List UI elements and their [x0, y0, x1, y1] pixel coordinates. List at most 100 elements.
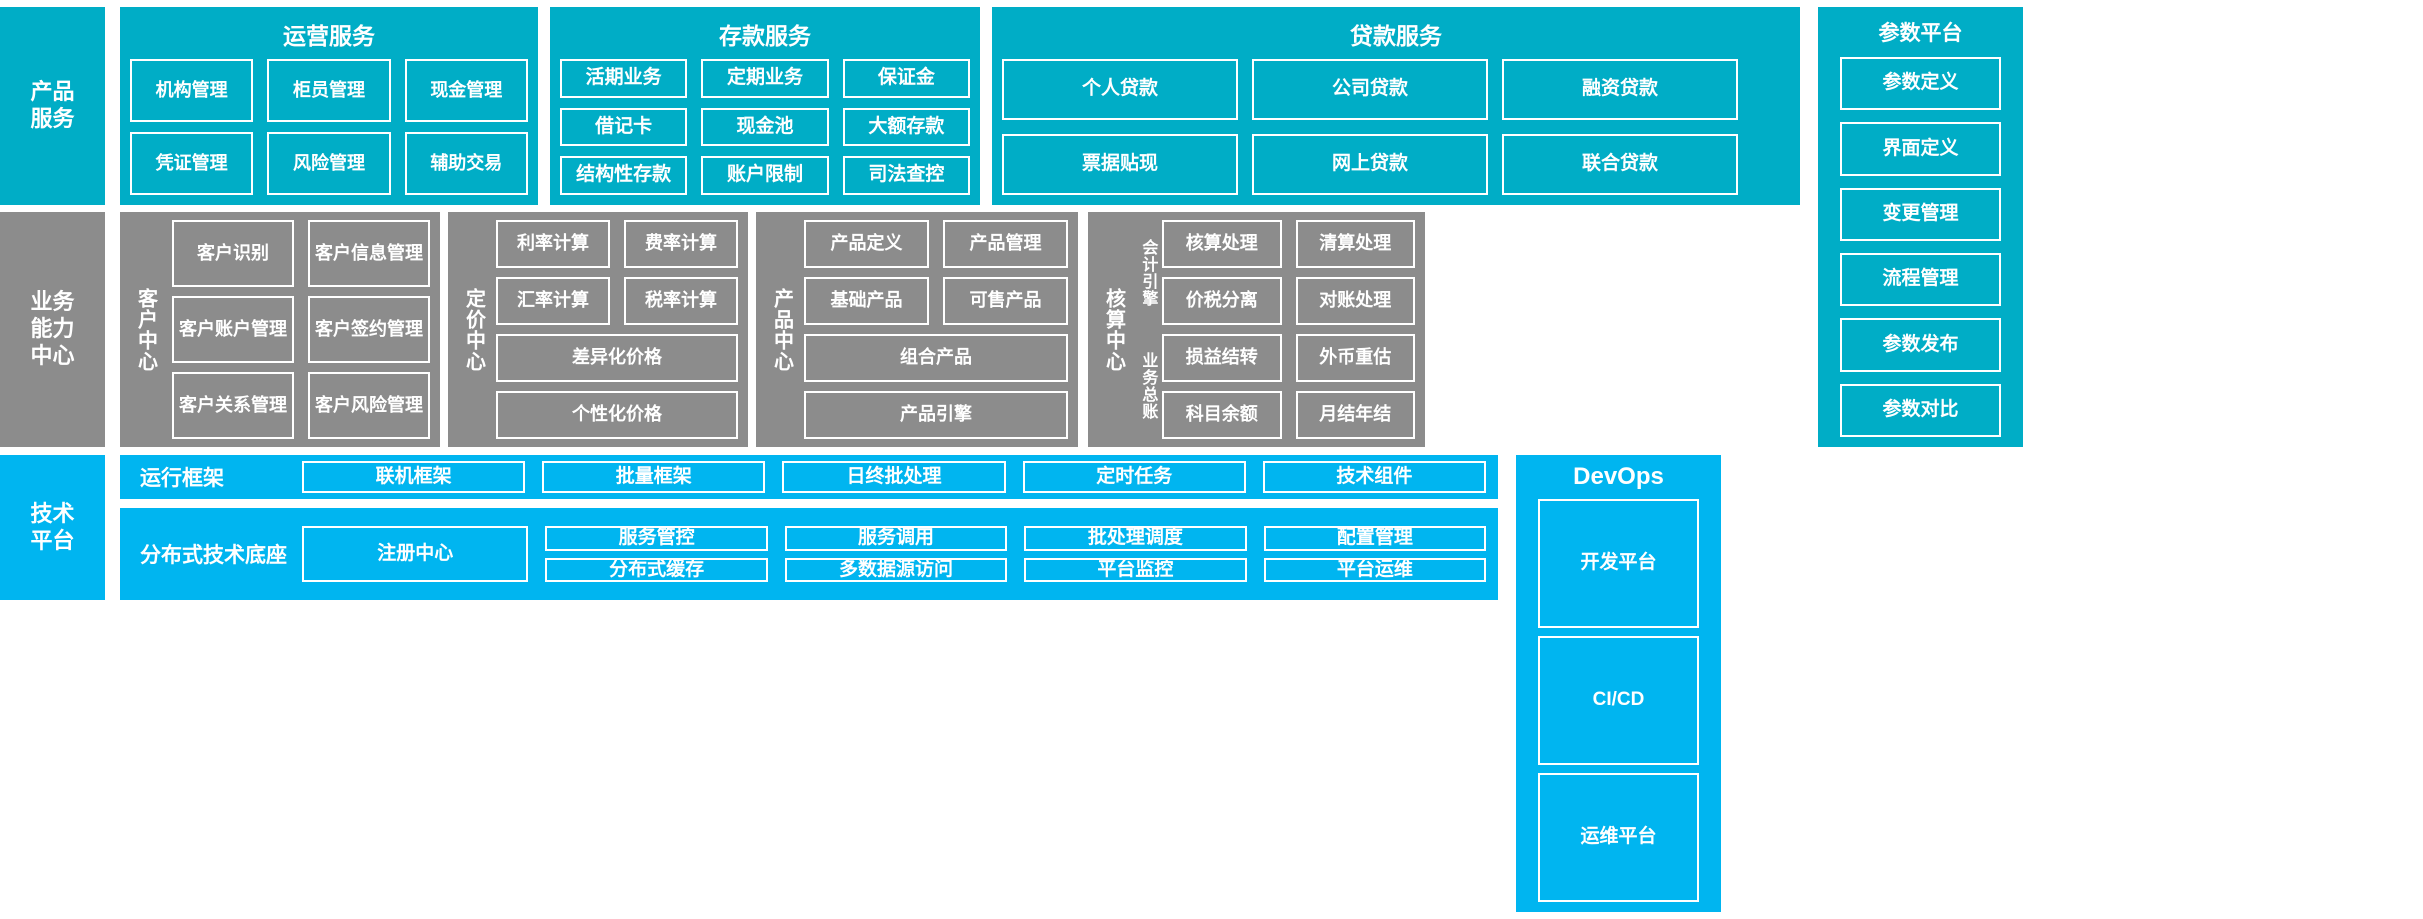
center-cell-product-definition[interactable]: 产品定义 [804, 220, 929, 268]
param-cell-parameter-release[interactable]: 参数发布 [1840, 318, 2001, 372]
service-cell-margin[interactable]: 保证金 [842, 59, 970, 98]
panel-title-parameter-platform: 参数平台 [1878, 22, 1963, 45]
center-cell-differentiated-price[interactable]: 差异化价格 [496, 334, 738, 382]
panel-row: 利率计算 费率计算 [496, 220, 738, 268]
center-cell-reconciliation-processing[interactable]: 对账处理 [1295, 277, 1415, 325]
center-cell-month-year-close[interactable]: 月结年结 [1295, 391, 1415, 439]
panel-row: 活期业务 定期业务 保证金 [560, 59, 970, 98]
tech-cell-configuration-management[interactable]: 配置管理 [1263, 525, 1487, 551]
center-label-accounting: 核算中心 [1102, 287, 1125, 372]
param-cell-parameter-compare[interactable]: 参数对比 [1840, 383, 2001, 437]
center-cell-exchange-rate-calc[interactable]: 汇率计算 [496, 277, 610, 325]
tech-column: 服务管控 分布式缓存 [545, 525, 768, 583]
center-cell-customer-contract-mgmt[interactable]: 客户签约管理 [308, 296, 430, 363]
service-cell-debit-card[interactable]: 借记卡 [560, 107, 688, 147]
panel-loan-service: 贷款服务 个人贷款 公司贷款 融资贷款 票据贴现 网上贷款 联合贷款 [992, 7, 1800, 205]
service-cell-aux-transaction[interactable]: 辅助交易 [404, 132, 528, 195]
panel-row: 客户关系管理 客户风险管理 [172, 372, 430, 439]
tech-cell-registry-center[interactable]: 注册中心 [302, 525, 529, 583]
tech-cell-technical-component[interactable]: 技术组件 [1262, 461, 1487, 493]
layer-label-business-capability: 业务 能力 中心 [0, 212, 105, 447]
center-cell-foreign-currency-revaluation[interactable]: 外币重估 [1295, 334, 1415, 382]
center-cell-product-management[interactable]: 产品管理 [943, 220, 1068, 268]
center-cell-customer-info-mgmt[interactable]: 客户信息管理 [308, 220, 430, 287]
service-cell-account-restriction[interactable]: 账户限制 [701, 156, 829, 196]
tech-cell-batch-scheduling[interactable]: 批处理调度 [1024, 525, 1247, 551]
tech-cell-scheduled-task[interactable]: 定时任务 [1022, 461, 1246, 493]
panel-row: 借记卡 现金池 大额存款 [560, 107, 970, 147]
tech-cell-distributed-cache[interactable]: 分布式缓存 [545, 557, 768, 583]
service-cell-financing-loan[interactable]: 融资贷款 [1502, 59, 1738, 120]
panel-title-operation: 运营服务 [283, 23, 375, 49]
param-cell-ui-definition[interactable]: 界面定义 [1840, 122, 2001, 176]
center-cell-price-tax-separation[interactable]: 价税分离 [1162, 277, 1282, 325]
tech-cell-online-framework[interactable]: 联机框架 [302, 461, 526, 493]
service-cell-bill-discount[interactable]: 票据贴现 [1002, 134, 1238, 195]
center-sublabel-accounting-engine: 会计引擎 [1139, 238, 1157, 307]
service-cell-judicial-control[interactable]: 司法查控 [842, 156, 970, 196]
business-capability-layer: 业务 能力 中心 客户中心 客户识别 客户信息管理 客户账户管理 客户签约管理 … [0, 212, 2165, 447]
center-cell-subject-balance[interactable]: 科目余额 [1162, 391, 1282, 439]
panel-row: 核算处理 清算处理 [1162, 220, 1415, 268]
param-cell-process-management[interactable]: 流程管理 [1840, 252, 2001, 307]
service-cell-structured-deposit[interactable]: 结构性存款 [560, 156, 688, 196]
devops-cell-dev-platform[interactable]: 开发平台 [1538, 499, 1699, 628]
center-cell-accounting-processing[interactable]: 核算处理 [1162, 220, 1282, 268]
service-cell-org-mgmt[interactable]: 机构管理 [130, 59, 254, 122]
tech-row-label-runtime: 运行框架 [140, 467, 224, 490]
param-cell-change-management[interactable]: 变更管理 [1840, 187, 2001, 241]
center-cell-sellable-product[interactable]: 可售产品 [943, 277, 1068, 325]
layer-label-line-1: 产品 [30, 79, 75, 105]
tech-cell-service-governance[interactable]: 服务管控 [545, 525, 768, 551]
center-cell-composite-product[interactable]: 组合产品 [804, 334, 1068, 382]
center-cell-basic-product[interactable]: 基础产品 [804, 277, 929, 325]
service-cell-corporate-loan[interactable]: 公司贷款 [1252, 59, 1488, 120]
service-cell-demand-business[interactable]: 活期业务 [560, 59, 688, 98]
panel-row: 科目余额 月结年结 [1162, 391, 1415, 439]
center-cell-tax-rate-calc[interactable]: 税率计算 [624, 277, 738, 325]
tech-cell-eod-batch-processing[interactable]: 日终批处理 [782, 461, 1006, 493]
service-cell-cash-mgmt[interactable]: 现金管理 [404, 59, 528, 122]
panel-pricing-center: 定价中心 利率计算 费率计算 汇率计算 税率计算 差异化价格 个性化价格 [448, 212, 748, 447]
center-cell-profit-loss-carryover[interactable]: 损益结转 [1162, 334, 1282, 382]
panel-accounting-center: 核算中心 会计引擎 业务总账 核算处理 清算处理 价税分离 对账处理 [1088, 212, 1425, 447]
service-cell-risk-mgmt[interactable]: 风险管理 [267, 132, 391, 195]
center-cell-personalized-price[interactable]: 个性化价格 [496, 391, 738, 439]
center-cell-customer-identification[interactable]: 客户识别 [172, 220, 294, 287]
tech-cell-platform-operations[interactable]: 平台运维 [1263, 557, 1487, 583]
tech-cell-multi-datasource-access[interactable]: 多数据源访问 [784, 557, 1008, 583]
service-cell-voucher-mgmt[interactable]: 凭证管理 [130, 132, 254, 195]
service-cell-time-business[interactable]: 定期业务 [701, 59, 829, 98]
service-cell-online-loan[interactable]: 网上贷款 [1252, 134, 1488, 195]
center-cell-customer-relation-mgmt[interactable]: 客户关系管理 [172, 372, 294, 439]
service-cell-personal-loan[interactable]: 个人贷款 [1002, 59, 1238, 120]
panel-title-devops: DevOps [1573, 463, 1664, 490]
panel-row: 结构性存款 账户限制 司法查控 [560, 156, 970, 196]
service-cell-teller-mgmt[interactable]: 柜员管理 [267, 59, 391, 122]
service-cell-large-deposit[interactable]: 大额存款 [842, 107, 970, 147]
panel-row: 客户识别 客户信息管理 [172, 220, 430, 287]
center-cell-product-engine[interactable]: 产品引擎 [804, 391, 1068, 439]
product-service-layer: 产品 服务 运营服务 机构管理 柜员管理 现金管理 凭证管理 风险管理 辅助交易 [0, 7, 2423, 447]
center-cell-settlement-processing[interactable]: 清算处理 [1295, 220, 1415, 268]
tech-cell-platform-monitoring[interactable]: 平台监控 [1024, 557, 1247, 583]
layer-label-line-2: 能力 [30, 316, 75, 342]
tech-column: 服务调用 多数据源访问 [784, 525, 1008, 583]
center-cell-fee-rate-calc[interactable]: 费率计算 [624, 220, 738, 268]
layer-label-line-3: 中心 [30, 342, 75, 368]
center-cell-customer-account-mgmt[interactable]: 客户账户管理 [172, 296, 294, 363]
panel-row: 价税分离 对账处理 [1162, 277, 1415, 325]
devops-cell-ops-platform[interactable]: 运维平台 [1538, 773, 1699, 902]
center-cell-customer-risk-mgmt[interactable]: 客户风险管理 [308, 372, 430, 439]
panel-deposit-service: 存款服务 活期业务 定期业务 保证金 借记卡 现金池 大额存款 结构性存款 账户… [550, 7, 980, 205]
service-cell-joint-loan[interactable]: 联合贷款 [1502, 134, 1738, 195]
center-label-product: 产品中心 [770, 287, 793, 372]
tech-cell-batch-framework[interactable]: 批量框架 [542, 461, 766, 493]
param-cell-parameter-definition[interactable]: 参数定义 [1840, 57, 2001, 111]
tech-cell-service-invocation[interactable]: 服务调用 [784, 525, 1008, 551]
center-cell-interest-rate-calc[interactable]: 利率计算 [496, 220, 610, 268]
service-cell-cash-pool[interactable]: 现金池 [701, 107, 829, 147]
layer-label-technical-platform: 技术 平台 [0, 455, 105, 600]
devops-cell-ci-cd[interactable]: CI/CD [1538, 636, 1699, 765]
panel-row: 汇率计算 税率计算 [496, 277, 738, 325]
